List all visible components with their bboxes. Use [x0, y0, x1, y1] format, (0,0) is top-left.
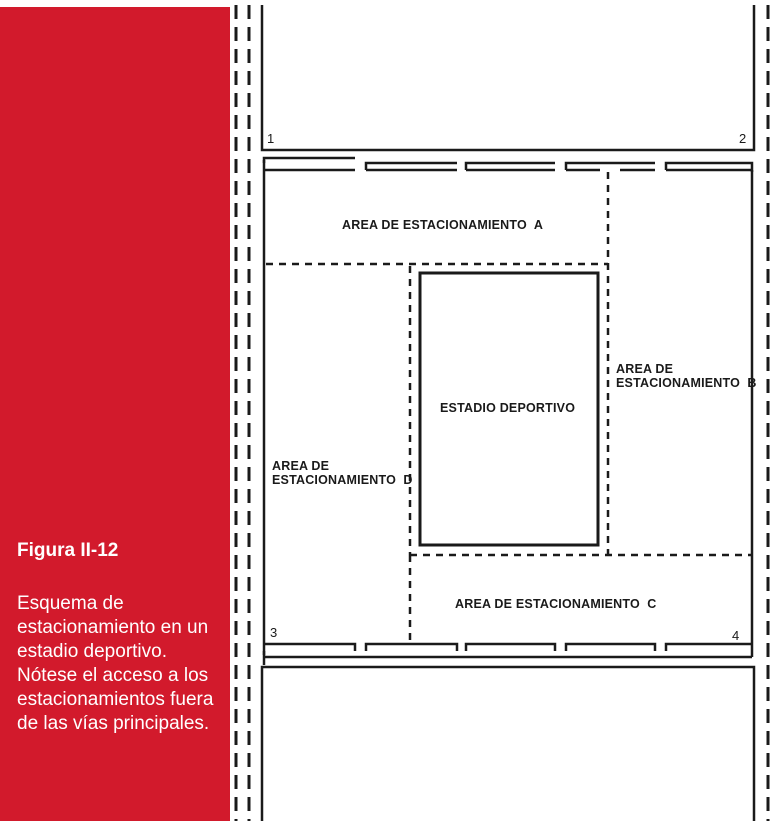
middle-block-top-edge [262, 156, 754, 172]
area-b-label-line1: AREA DE [616, 362, 673, 376]
figure-caption: Esquema de estacionamiento en un estadio… [17, 593, 214, 734]
bottom-block [260, 665, 756, 821]
stadium-outline [418, 271, 600, 547]
corner-2: 2 [739, 131, 746, 146]
area-c-label: AREA DE ESTACIONAMIENTO C [455, 597, 657, 611]
area-d-label-line1: AREA DE [272, 459, 329, 473]
figure-title: Figura II-12 [17, 540, 119, 561]
stadium-label: ESTADIO DEPORTIVO [440, 401, 575, 415]
area-b-label-line2: ESTACIONAMIENTO B [616, 376, 757, 390]
corner-1: 1 [267, 131, 274, 146]
area-a-label: AREA DE ESTACIONAMIENTO A [342, 218, 543, 232]
corner-3: 3 [270, 625, 277, 640]
corner-4: 4 [732, 628, 739, 643]
middle-block-bottom-edge [262, 642, 754, 665]
top-block [260, 5, 756, 152]
caption-panel: Figura II-12 Esquema de estacionamiento … [0, 7, 230, 821]
area-separators [266, 172, 752, 643]
area-d-label-line2: ESTACIONAMIENTO D [272, 473, 413, 487]
